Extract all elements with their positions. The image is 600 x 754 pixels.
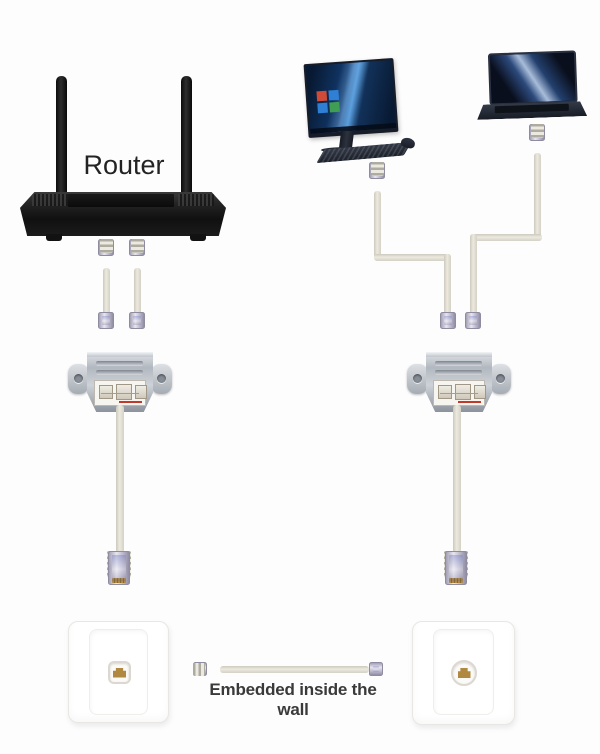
label-red-mark: [458, 401, 481, 403]
ethernet-cable: [103, 268, 110, 316]
mounting-ear: [490, 364, 511, 394]
start-tile: [317, 102, 328, 114]
rj45-connector: [98, 312, 114, 329]
schematic-drawing: [99, 385, 114, 399]
router-icon: [20, 192, 226, 236]
mounting-ear: [151, 364, 172, 394]
router-antenna-left-icon: [56, 76, 67, 204]
ethernet-cable: [470, 234, 542, 241]
wall-plate-panel: [88, 629, 149, 715]
ethernet-cable: [220, 666, 369, 673]
schematic-drawing: [455, 384, 472, 400]
wall-plate-left: [68, 621, 169, 723]
rj45-connector: [129, 312, 145, 329]
desktop-screen: [305, 60, 397, 134]
rj45-port-icon: [457, 668, 471, 678]
screw-hole: [496, 374, 505, 383]
splitter-body: [426, 352, 492, 412]
ethernet-cable: [134, 268, 141, 316]
rj45-connector: [193, 662, 207, 676]
start-tile: [316, 90, 328, 102]
rj45-connector: [529, 124, 545, 141]
splitter-groove: [434, 370, 483, 375]
rj45-port-icon: [113, 667, 126, 678]
splitter-groove: [95, 370, 144, 375]
router-vents-left: [32, 194, 68, 206]
splitter-groove: [95, 361, 144, 366]
splitter-groove: [434, 361, 483, 366]
laptop-wallpaper: [489, 52, 576, 104]
schematic-line: [101, 393, 139, 394]
ethernet-splitter-left: [68, 352, 172, 414]
wall-note-label: Embedded inside the wall: [209, 680, 377, 719]
mounting-ear: [407, 364, 428, 394]
rj45-connector: [444, 551, 468, 585]
router-antenna-right-icon: [181, 76, 192, 204]
router-foot: [46, 234, 62, 241]
ethernet-cable: [374, 254, 451, 261]
screw-hole: [74, 374, 83, 383]
ethernet-cable: [453, 405, 461, 553]
ethernet-cable: [374, 191, 381, 260]
mounting-ear: [68, 364, 89, 394]
rj45-connector: [107, 551, 131, 585]
rj45-connector: [440, 312, 456, 329]
ethernet-cable: [470, 234, 477, 314]
schematic-drawing: [474, 385, 487, 399]
laptop-screen: [487, 50, 578, 106]
wall-plate-right: [412, 621, 515, 725]
splitter-body: [87, 352, 153, 412]
schematic-line: [440, 393, 478, 394]
rj45-connector: [369, 162, 385, 179]
ethernet-jack: [108, 661, 131, 684]
splitter-label: [433, 380, 487, 406]
desktop-monitor-icon: [303, 57, 399, 139]
wall-plate-panel: [433, 629, 494, 715]
screw-hole: [157, 374, 166, 383]
keyboard-icon: [316, 141, 412, 164]
router-foot: [190, 234, 206, 241]
start-tile: [328, 89, 340, 101]
router-label: Router: [83, 150, 165, 180]
schematic-drawing: [135, 385, 148, 399]
splitter-lip: [426, 352, 492, 357]
ethernet-cable: [116, 405, 124, 553]
schematic-drawing: [116, 384, 133, 400]
start-tile: [329, 101, 340, 113]
ethernet-cable: [444, 254, 451, 314]
ethernet-jack: [451, 660, 477, 686]
rj45-connector: [465, 312, 481, 329]
router-top-panel: [68, 194, 174, 207]
laptop-keyboard: [494, 104, 569, 114]
rj45-connector: [129, 239, 145, 256]
label-red-mark: [119, 401, 142, 403]
schematic-drawing: [438, 385, 453, 399]
rj45-connector: [369, 662, 383, 676]
splitter-lip: [87, 352, 153, 357]
rj45-connector: [98, 239, 114, 256]
screw-hole: [413, 374, 422, 383]
ethernet-cable: [534, 153, 541, 241]
ethernet-splitter-right: [407, 352, 511, 414]
splitter-label: [94, 380, 148, 406]
router-vents-right: [178, 194, 214, 206]
laptop-icon: [475, 48, 587, 122]
